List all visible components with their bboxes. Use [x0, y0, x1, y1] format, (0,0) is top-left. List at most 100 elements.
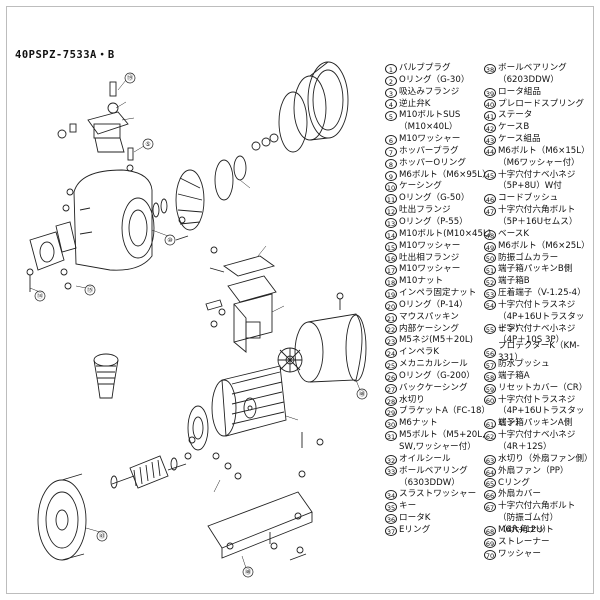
part-number-badge: 57: [484, 360, 496, 371]
part-name: ボールベアリング （6303DDW）: [399, 465, 468, 488]
part-name: コードブッシュ: [498, 193, 559, 204]
part-name: プレロードスプリング: [498, 98, 584, 109]
svg-text:⑤: ⑤: [145, 141, 150, 148]
part-name: M5ネジ(M5＋20L): [399, 335, 473, 346]
part-number-badge: 56: [484, 348, 496, 359]
fan-cover-part: [294, 292, 367, 383]
seal-washers-part: [152, 198, 189, 241]
part-name: 十字穴付トラスネジ （4P+16Uトラスタッピン）: [498, 299, 585, 334]
part-number-badge: 52: [484, 277, 496, 288]
part-name: 水切り: [399, 394, 425, 405]
impeller-part: [175, 133, 279, 231]
part-number-badge: 45: [484, 170, 496, 181]
part-name: 防振ゴムカラー: [498, 252, 559, 263]
part-name: ロータ組品: [498, 86, 541, 97]
small-bolts-part: [57, 123, 134, 172]
part-name: Oリング（G-50）: [399, 193, 470, 204]
part-name: 十字穴付ナベ小ネジ （4R＋12S）: [498, 430, 576, 452]
part-name: バックケーシング: [399, 382, 468, 393]
rotor-part: [110, 436, 196, 489]
part-number-badge: 65: [484, 478, 496, 489]
part-name: ストレーナー: [498, 536, 550, 547]
svg-text:㊽: ㊽: [245, 568, 251, 576]
part-name: 十字穴付六角ボルト （5P＋16Uセムス）: [498, 205, 578, 227]
part-number-badge: 29: [385, 407, 397, 418]
diagram-callout: ㊽: [356, 388, 368, 400]
casing-part: [62, 169, 155, 271]
part-name: ワッシャー: [498, 548, 541, 559]
part-number-badge: 24: [385, 348, 397, 359]
base-plate-part: [207, 491, 313, 561]
part-name: 端子箱B: [498, 276, 530, 287]
part-number-badge: 19: [385, 288, 397, 299]
terminal-box-part: [205, 246, 277, 353]
part-number-badge: 1: [385, 63, 397, 74]
part-name: M5ボルト（M5+20L, SW,ワッシャー付）: [399, 430, 485, 452]
part-number-badge: 43: [484, 134, 496, 145]
part-number-badge: 49: [484, 241, 496, 252]
part-name: 外扇カバー: [498, 489, 541, 500]
model-number: 40PSPZ-7533A・B: [15, 49, 115, 61]
part-number-badge: 64: [484, 466, 496, 477]
part-number-badge: 50: [484, 253, 496, 264]
part-number-badge: 3: [385, 87, 397, 98]
part-number-badge: 17: [385, 265, 397, 276]
part-name: M6ナット: [399, 418, 438, 429]
part-number-badge: 7: [385, 146, 397, 157]
part-name: Cリング: [498, 477, 530, 488]
part-name: 外扇ファン（PP）: [498, 465, 569, 476]
part-name: Eリング: [399, 524, 431, 535]
part-name: M10ワッシャー: [399, 134, 461, 145]
part-number-badge: 20: [385, 300, 397, 311]
part-name: 端子箱パッキンA側: [498, 418, 573, 429]
diagram-callout: ⑮: [84, 284, 96, 296]
part-name: ホッパープラグ: [399, 145, 459, 156]
part-name: 吐出フランジ: [399, 205, 451, 216]
part-number-badge: 8: [385, 158, 397, 169]
part-name: 水切り（外扇ファン側）: [498, 453, 593, 464]
part-number-badge: 61: [484, 419, 496, 430]
part-number-badge: 44: [484, 146, 496, 157]
part-number-badge: 9: [385, 170, 397, 181]
back-cover-disk-part: [37, 473, 87, 561]
part-name: M6ボルト（M6×15L） （M6ワッシャー付）: [498, 145, 590, 168]
part-number-badge: 33: [385, 466, 397, 477]
valve-plug-part: [107, 81, 119, 114]
exploded-view-diagram: ⑲ ⑤ ⑭ ⑮ ⑩ ㊽ ㊸ ㊽: [26, 61, 368, 578]
part-number-badge: 31: [385, 430, 397, 441]
part-name: 吐出相フランジ: [399, 252, 460, 263]
svg-text:⑮: ⑮: [87, 286, 93, 294]
part-number-badge: 23: [385, 336, 397, 347]
part-number-badge: 40: [484, 99, 496, 110]
part-name: 十字穴付六角ボルト （防振ゴム付）（4R+12U）: [498, 501, 576, 535]
figure-frame: [6, 6, 594, 594]
